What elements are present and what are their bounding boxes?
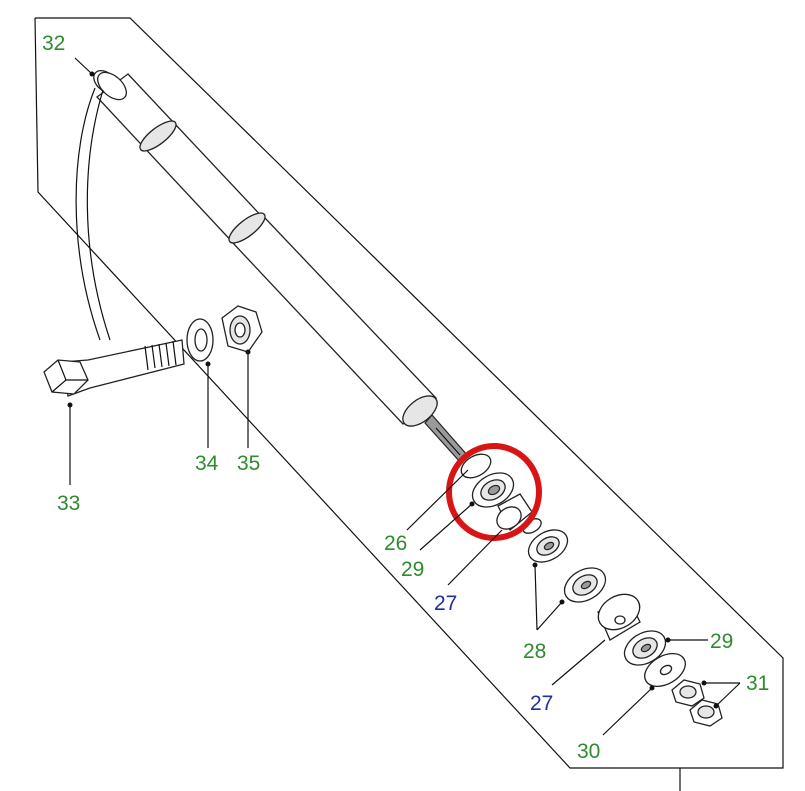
callout-32: 32 xyxy=(42,32,65,55)
callout-27-lower: 27 xyxy=(530,692,553,715)
callout-28: 28 xyxy=(523,640,546,663)
callout-26: 26 xyxy=(384,532,407,555)
shock-absorber xyxy=(93,70,469,464)
washer-28-lower xyxy=(563,567,607,603)
callout-35: 35 xyxy=(237,452,260,475)
callout-34: 34 xyxy=(195,452,219,475)
bush-27-lower xyxy=(597,593,641,641)
washer-34 xyxy=(186,318,214,362)
nut-31-upper xyxy=(671,679,705,707)
callout-29-upper: 29 xyxy=(401,558,424,581)
washer-29-upper xyxy=(471,472,515,508)
callout-27-upper: 27 xyxy=(434,592,457,615)
callout-31: 31 xyxy=(746,672,769,695)
callout-30: 30 xyxy=(577,740,600,763)
bush-26 xyxy=(460,453,492,479)
bolt xyxy=(43,339,185,397)
leader-lines xyxy=(67,57,741,736)
diagram-frame xyxy=(34,17,784,791)
washer-29-lower xyxy=(623,630,667,666)
washer-28-upper xyxy=(522,518,569,563)
hose-lines xyxy=(75,87,111,341)
callout-labels: 32 33 34 35 26 29 27 28 29 27 31 30 xyxy=(42,32,769,763)
callout-33: 33 xyxy=(57,492,80,515)
callout-29-lower: 29 xyxy=(710,630,733,653)
nut-35 xyxy=(221,305,263,353)
washer-30 xyxy=(644,652,686,688)
